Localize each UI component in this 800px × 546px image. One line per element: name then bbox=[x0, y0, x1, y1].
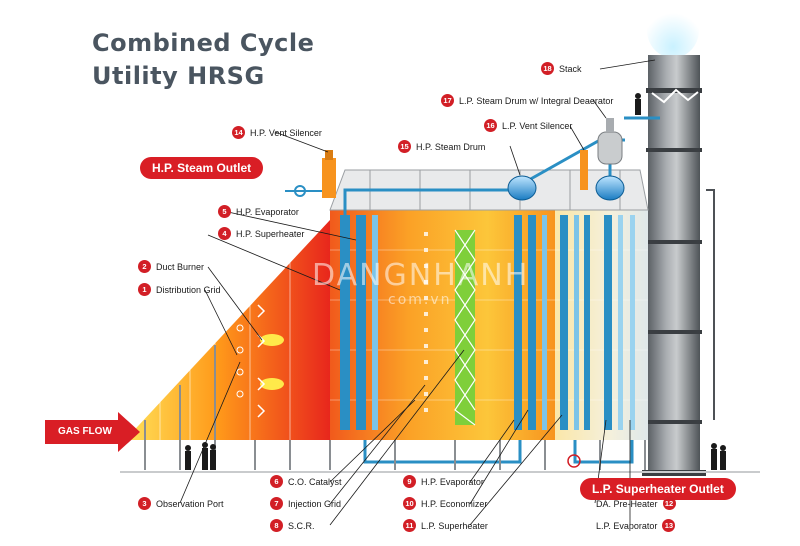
diagram-title-line2: Utility HRSG bbox=[92, 62, 265, 90]
callout-hp-vent-silencer: 14 H.P. Vent Silencer bbox=[232, 126, 322, 139]
people-silhouettes bbox=[185, 93, 726, 470]
hp-steam-outlet-banner: H.P. Steam Outlet bbox=[140, 157, 264, 179]
watermark-line2: com.vn bbox=[388, 292, 452, 308]
inlet-duct bbox=[125, 220, 330, 440]
callout-number: 14 bbox=[232, 126, 245, 139]
callout-label: H.P. Vent Silencer bbox=[250, 127, 322, 138]
callout-label: Observation Port bbox=[156, 498, 224, 509]
lp-vent-silencer bbox=[580, 150, 588, 190]
callout-co-catalyst: 6 C.O. Catalyst bbox=[270, 475, 342, 488]
callout-label: DA. Pre-Heater bbox=[596, 498, 658, 509]
callout-label: C.O. Catalyst bbox=[288, 476, 342, 487]
callout-distribution-grid: 1 Distribution Grid bbox=[138, 283, 221, 296]
callout-hp-evaporator-9: 9 H.P. Evaporator bbox=[403, 475, 484, 488]
lp-superheater-outlet-banner: L.P. Superheater Outlet bbox=[580, 478, 736, 500]
callout-da-pre-heater: DA. Pre-Heater 12 bbox=[596, 497, 676, 510]
callout-label: H.P. Superheater bbox=[236, 228, 305, 239]
watermark-line1: DANGNHANH bbox=[312, 258, 530, 293]
integral-deaerator bbox=[597, 131, 623, 165]
callout-label: L.P. Superheater bbox=[421, 520, 488, 531]
hp-vent-silencer bbox=[322, 158, 336, 198]
lp-steam-drum bbox=[595, 175, 625, 201]
callout-number: 15 bbox=[398, 140, 411, 153]
callout-hp-steam-drum: 15 H.P. Steam Drum bbox=[398, 140, 485, 153]
callout-number: 4 bbox=[218, 227, 231, 240]
callout-hp-economizer: 10 H.P. Economizer bbox=[403, 497, 487, 510]
callout-label: L.P. Steam Drum w/ Integral Deaerator bbox=[459, 95, 614, 106]
callout-number: 5 bbox=[218, 205, 231, 218]
callout-label: H.P. Economizer bbox=[421, 498, 488, 509]
callout-injection-grid: 7 Injection Grid bbox=[270, 497, 341, 510]
callout-number: 9 bbox=[403, 475, 416, 488]
callout-number: 18 bbox=[541, 62, 554, 75]
callout-number: 7 bbox=[270, 497, 283, 510]
callout-label: Duct Burner bbox=[156, 261, 205, 272]
callout-label: Distribution Grid bbox=[156, 284, 221, 295]
callout-number: 6 bbox=[270, 475, 283, 488]
callout-number: 2 bbox=[138, 260, 151, 273]
scr-catalyst bbox=[454, 229, 476, 426]
callout-number: 17 bbox=[441, 94, 454, 107]
callout-lp-steam-drum-deaerator: 17 L.P. Steam Drum w/ Integral Deaerator bbox=[441, 94, 613, 107]
callout-hp-evaporator-5: 5 H.P. Evaporator bbox=[218, 205, 299, 218]
callout-scr: 8 S.C.R. bbox=[270, 519, 315, 532]
callout-lp-superheater: 11 L.P. Superheater bbox=[403, 519, 488, 532]
callout-observation-port: 3 Observation Port bbox=[138, 497, 224, 510]
lp-outlet-valve bbox=[567, 454, 581, 468]
callout-number: 13 bbox=[662, 519, 676, 532]
callout-label: L.P. Vent Silencer bbox=[502, 120, 573, 131]
callout-number: 11 bbox=[403, 519, 416, 532]
gas-flow-label: GAS FLOW bbox=[58, 426, 112, 437]
callout-number: 8 bbox=[270, 519, 283, 532]
callout-number: 16 bbox=[484, 119, 497, 132]
callout-number: 1 bbox=[138, 283, 151, 296]
callout-hp-superheater: 4 H.P. Superheater bbox=[218, 227, 304, 240]
stack-shell bbox=[648, 55, 700, 475]
callout-number: 12 bbox=[662, 497, 676, 510]
injection-grid bbox=[424, 232, 428, 412]
callout-label: Injection Grid bbox=[288, 498, 342, 509]
lp-tube-bundles bbox=[560, 215, 635, 430]
hp-tube-bundles bbox=[340, 215, 547, 430]
callout-stack: 18 Stack bbox=[541, 62, 582, 75]
callout-label: L.P. Evaporator bbox=[596, 520, 658, 531]
callout-lp-evaporator: L.P. Evaporator 13 bbox=[596, 519, 676, 532]
callout-label: H.P. Evaporator bbox=[236, 206, 299, 217]
callout-lp-vent-silencer: 16 L.P. Vent Silencer bbox=[484, 119, 572, 132]
callout-label: Stack bbox=[559, 63, 582, 74]
callout-number: 3 bbox=[138, 497, 151, 510]
callout-label: H.P. Evaporator bbox=[421, 476, 484, 487]
hp-steam-drum bbox=[507, 175, 537, 201]
callout-label: S.C.R. bbox=[288, 520, 315, 531]
observation-ports bbox=[236, 324, 244, 398]
callout-number: 10 bbox=[403, 497, 416, 510]
gas-flow-arrow bbox=[45, 412, 140, 452]
callout-duct-burner: 2 Duct Burner bbox=[138, 260, 204, 273]
duct-burner-flames bbox=[257, 304, 284, 418]
stack-plume bbox=[647, 2, 699, 58]
diagram-title-line1: Combined Cycle bbox=[92, 29, 315, 57]
callout-label: H.P. Steam Drum bbox=[416, 141, 486, 152]
